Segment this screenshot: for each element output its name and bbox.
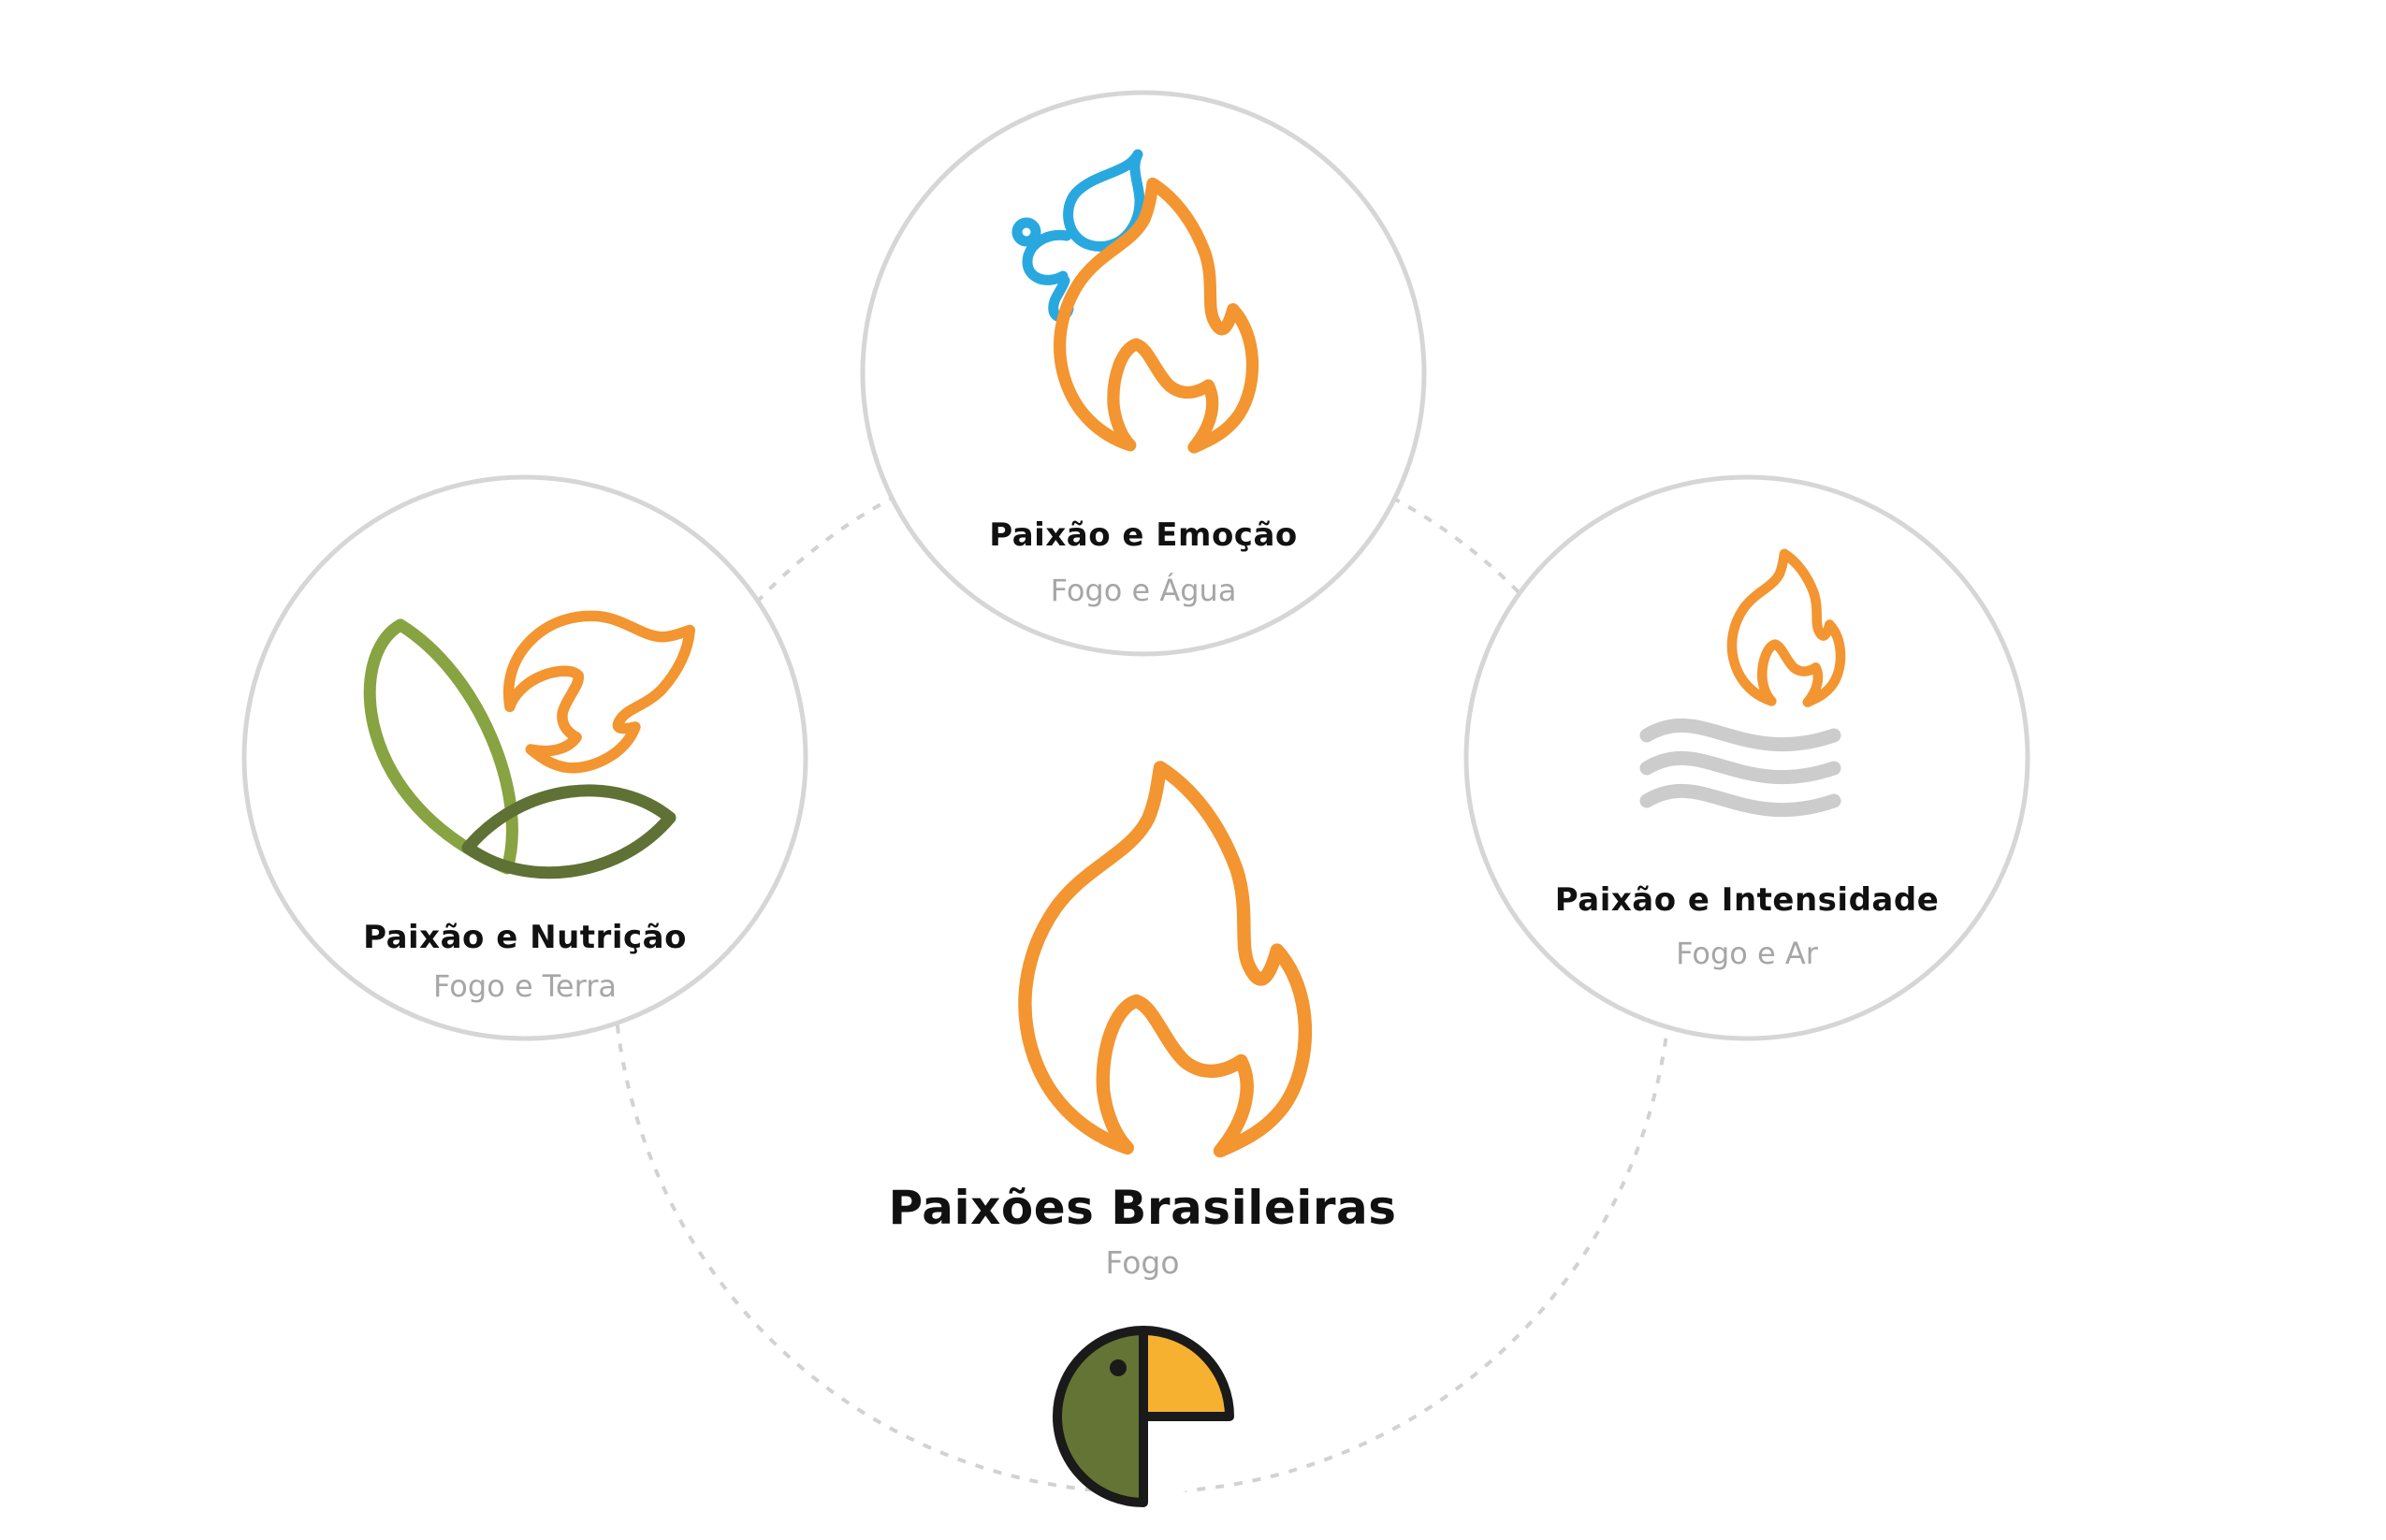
node-left-title: Paixão e Nutrição: [363, 919, 687, 956]
flame-icon: [1025, 767, 1304, 1151]
node-circle-top: [860, 90, 1427, 657]
node-right-title: Paixão e Intensidade: [1554, 881, 1940, 919]
node-circle-left: [241, 474, 808, 1041]
center-subtitle: Fogo: [1105, 1244, 1180, 1281]
node-top-title: Paixão e Emoção: [989, 516, 1298, 554]
node-right-subtitle: Fogo e Ar: [1676, 936, 1818, 971]
parrot-logo-icon: [1053, 1326, 1234, 1507]
center-title: Paixões Brasileiras: [888, 1181, 1397, 1235]
node-top-subtitle: Fogo e Água: [1050, 573, 1237, 608]
leaves-icon: [363, 618, 677, 879]
node-left-subtitle: Fogo e Terra: [433, 968, 617, 1004]
wind-waves-icon: [1639, 718, 1841, 817]
node-circle-right: [1463, 474, 2030, 1041]
